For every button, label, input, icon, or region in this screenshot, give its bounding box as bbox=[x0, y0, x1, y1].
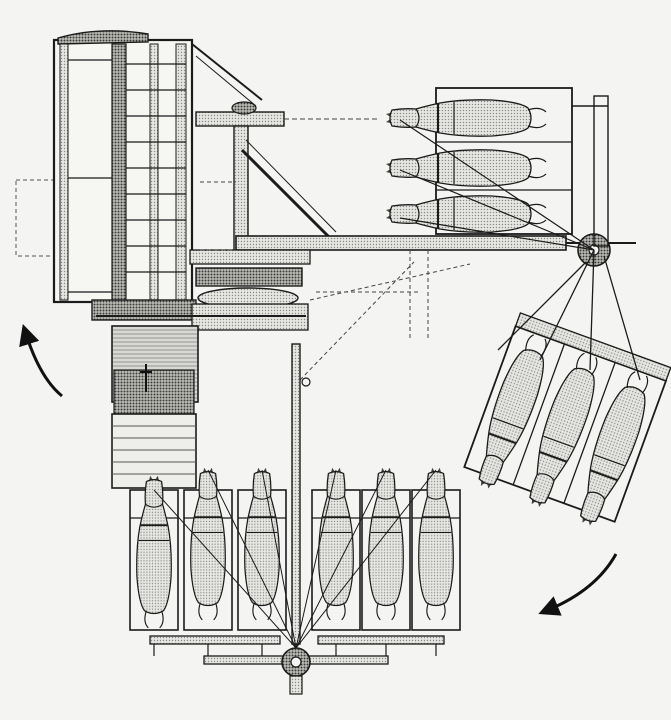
hitch-ring bbox=[281, 647, 311, 695]
top-team-horse-1 bbox=[385, 98, 547, 138]
bottom-team bbox=[129, 466, 461, 695]
harvester-header-frame bbox=[15, 30, 197, 321]
curved-arrow-icon bbox=[538, 553, 618, 616]
bull-wheel bbox=[96, 267, 309, 331]
tongue-pole bbox=[291, 343, 311, 645]
top-team bbox=[385, 87, 609, 251]
right-team bbox=[463, 249, 671, 532]
bottom-team-horse-1 bbox=[135, 474, 173, 629]
top-team-horse-2 bbox=[385, 148, 547, 188]
upper-brace bbox=[191, 43, 263, 107]
upper-crossbar bbox=[195, 101, 380, 127]
curved-arrow-icon bbox=[19, 323, 63, 398]
grain-box bbox=[111, 325, 199, 489]
